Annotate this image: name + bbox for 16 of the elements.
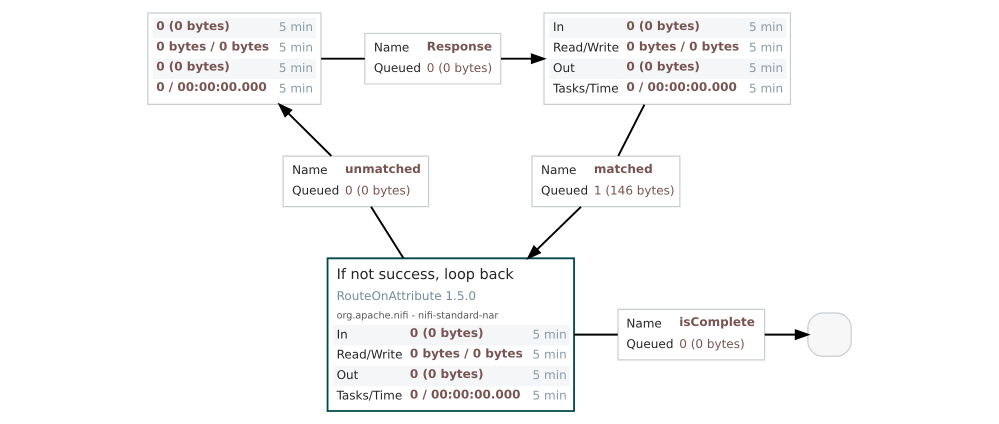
- arrow: [526, 206, 582, 260]
- node-box: 0 (0 bytes) 5 min 0 bytes / 0 bytes 5 min 0 (0 bytes) 5 min 0 / 00:00:00.000 5 min: [147, 12, 322, 105]
- node-box: In 0 (0 bytes) 5 min Read/Write 0 bytes / 0 bytes 5 min Out 0 (0 bytes) 5 min Tasks/Time 0 / 00:00:00.000 5 min: [543, 12, 792, 105]
- arrow: [501, 53, 547, 64]
- connector: [617, 104, 646, 156]
- node-box: Name Response Queued 0 (0 bytes): [364, 32, 502, 85]
- arrow: [278, 102, 332, 157]
- arrow: [764, 329, 811, 340]
- node-box: Name unmatched Queued 0 (0 bytes): [282, 156, 430, 208]
- connector: [574, 334, 618, 336]
- node-box: [807, 312, 852, 357]
- node-box: Name isComplete Queued 0 (0 bytes): [617, 308, 766, 360]
- node-box: Name matched Queued 1 (146 bytes): [531, 156, 680, 208]
- connector: [321, 58, 365, 60]
- connector: [370, 206, 404, 259]
- node-box: If not success, loop back RouteOnAttribute 1.5.0 org.apache.nifi - nifi-standard-nar In 0 (0 bytes) 5 min Read/Write 0 bytes / 0 bytes 5 min Out 0 (0 bytes) 5 min Tasks/Time 0 / 00:00:00.000 5 min: [326, 257, 575, 412]
